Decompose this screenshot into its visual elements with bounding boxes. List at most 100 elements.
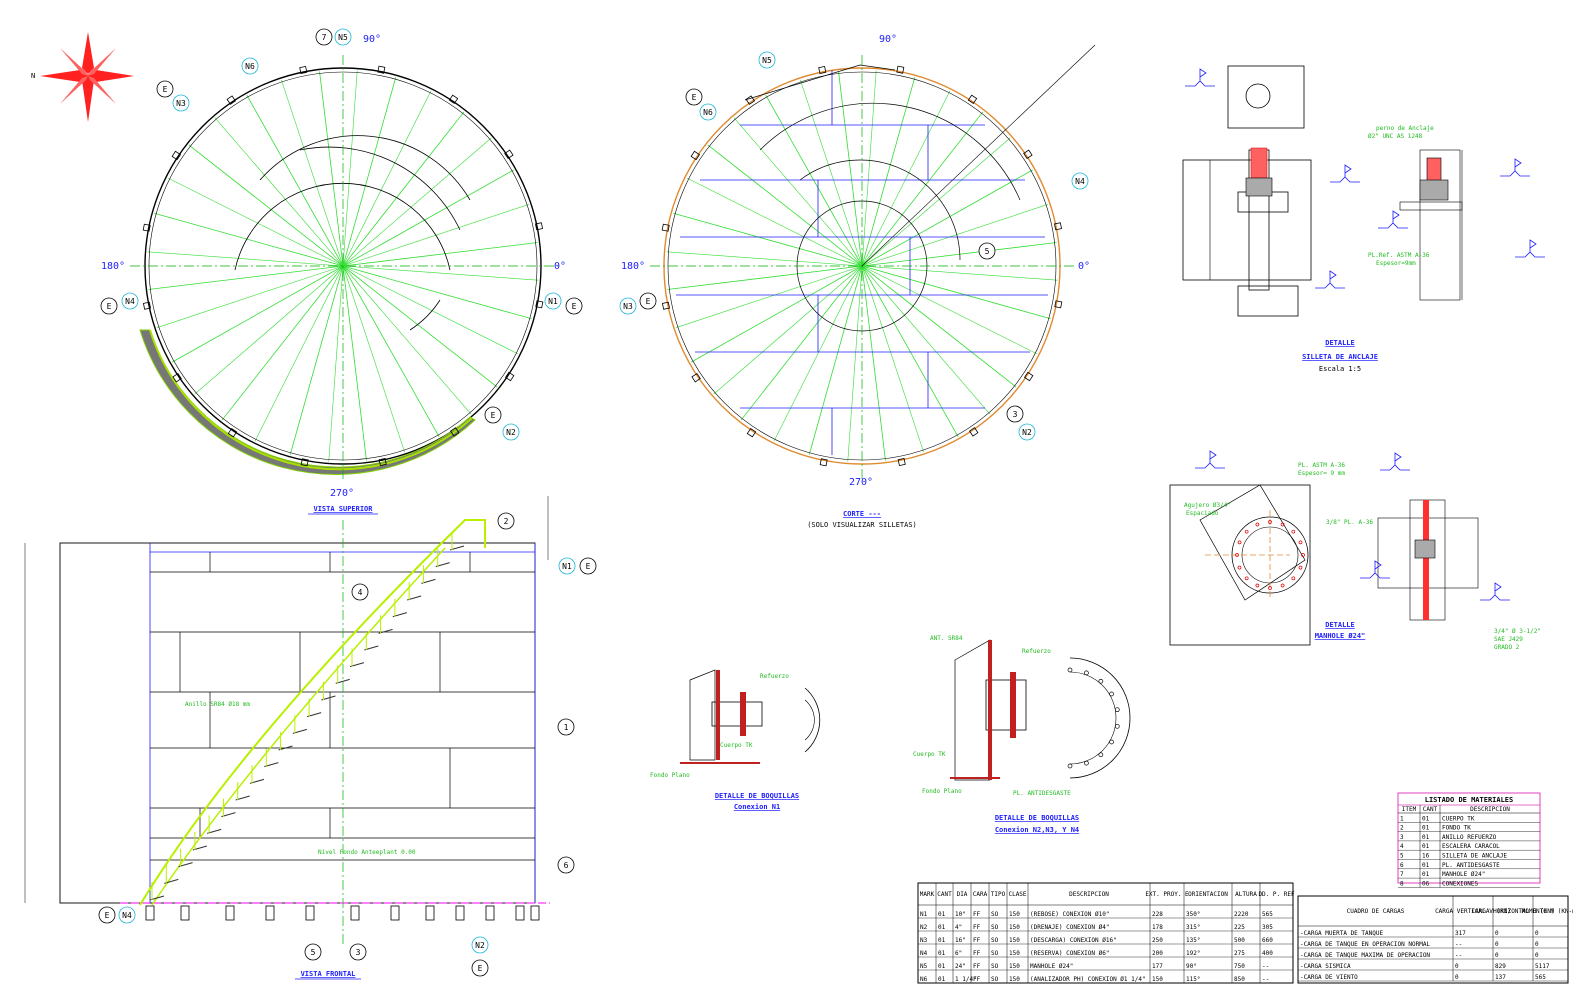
table-cell: 01 — [1422, 815, 1430, 822]
table-cell: 150 — [1009, 950, 1020, 957]
table-cell: 5117 — [1535, 963, 1550, 970]
callout-tag-text: N6 — [245, 62, 255, 71]
radial-line — [733, 117, 863, 267]
table-cell: (RESERVA) CONEXION Ø6" — [1030, 950, 1109, 957]
radial-line — [861, 265, 924, 453]
detail-manhole-note2: Espesor= 9 mm — [1298, 470, 1345, 477]
anchor-chair — [690, 150, 701, 161]
anchor-chair — [746, 427, 757, 438]
table-cell: -CARGA DE VIENTO — [1300, 974, 1358, 981]
weld-symbol-icon — [1380, 452, 1410, 471]
radial-line — [328, 265, 344, 462]
compass-north-label: N — [31, 72, 35, 80]
callout-tag: N1 — [544, 292, 562, 310]
table-cell: 660 — [1262, 937, 1273, 944]
anchor-chair — [142, 301, 151, 310]
table-cell: FF — [973, 924, 981, 931]
detail-manhole-note1: PL. ASTM A-36 — [1298, 462, 1345, 469]
callout-tag-text: 3 — [356, 948, 361, 957]
base-saddle — [455, 905, 465, 921]
callout-tag: N6 — [699, 103, 717, 121]
callout-tag-text: N4 — [122, 911, 132, 920]
table-cell: 0 — [1535, 941, 1539, 948]
table-cell: CONEXIONES — [1442, 880, 1479, 887]
detail-anclaje-subtitle: SILLETA DE ANCLAJE — [1302, 353, 1378, 361]
bolt-hole — [1109, 691, 1114, 697]
callout-tag-text: E — [646, 297, 651, 306]
table-cell: 850 — [1234, 976, 1245, 983]
table-cell: 135° — [1186, 937, 1200, 944]
callout-tag: N5 — [334, 28, 352, 46]
callout-tag-text: N2 — [506, 428, 516, 437]
radial-line — [861, 265, 1038, 355]
table-cell: 16" — [955, 937, 966, 944]
callout-tag: N3 — [619, 297, 637, 315]
callout-tag-text: N6 — [703, 108, 713, 117]
radial-line — [861, 265, 886, 461]
table-cell: 8 — [1400, 880, 1404, 887]
anchor-chair — [448, 94, 459, 105]
section-view-angle-270: 270° — [849, 477, 873, 488]
callout-tag-text: 2 — [504, 517, 509, 526]
table-cell: 829 — [1495, 963, 1506, 970]
section-view-title: CORTE --- — [843, 510, 881, 518]
table-header: ALTURA — [1235, 891, 1257, 898]
callout-tag-text: E — [572, 302, 577, 311]
callout-tag-text: N1 — [562, 562, 572, 571]
table-cell: 315° — [1186, 924, 1200, 931]
top-view-angle-270: 270° — [330, 488, 354, 499]
callout-tag: N6 — [241, 57, 259, 75]
callout-tag-text: N4 — [1075, 177, 1085, 186]
radial-line — [342, 265, 472, 415]
table-cell: 6" — [955, 950, 962, 957]
detail-n2-title: DETALLE DE BOQUILLAS — [995, 814, 1079, 822]
radial-line — [342, 111, 465, 267]
radial-line — [342, 265, 440, 437]
table-cell: SO — [991, 911, 999, 918]
table-cell: FF — [973, 976, 981, 983]
callout-tag-text: E — [692, 93, 697, 102]
table-cell: 0 — [1495, 952, 1499, 959]
front-view: Anillo SR84 Ø18 mm Nivel Fondo Anteeplan… — [24, 496, 597, 980]
anchor-chair — [377, 65, 386, 74]
table-cell: 01 — [1422, 834, 1430, 841]
table-cell: FF — [973, 963, 981, 970]
radial-line — [167, 177, 344, 267]
table-cell: 225 — [1234, 924, 1245, 931]
top-view-angle-180: 180° — [101, 261, 125, 272]
detail-n2-ant2: ANT. SR84 — [930, 635, 963, 642]
anchor-chair — [504, 371, 515, 382]
table-cell: 0 — [1535, 930, 1539, 937]
table-cell: CUERPO TK — [1442, 815, 1475, 822]
radial-line — [342, 265, 405, 453]
weld-symbol-icon — [1500, 158, 1530, 177]
detail-n2-subtitle: Conexion N2,N3, Y N4 — [995, 826, 1079, 834]
detail-n1-subtitle: Conexion N1 — [734, 803, 780, 811]
radial-line — [148, 265, 344, 290]
anchor-chair — [226, 95, 236, 105]
radial-line — [740, 265, 863, 421]
table-cell: FF — [973, 937, 981, 944]
table-cell: 150 — [1009, 924, 1020, 931]
table-header: DESCRIPCION — [1069, 891, 1109, 898]
section-view: 90° 180° 0° 270° CORTE --- (SOLO VISUALI… — [619, 34, 1096, 529]
radial-line — [861, 169, 1033, 267]
table-cell: (DESCARGA) CONEXION Ø16" — [1030, 937, 1117, 944]
anchor-chair — [1054, 300, 1063, 309]
radial-line — [342, 169, 514, 267]
table-cell: FONDO TK — [1442, 825, 1471, 832]
callout-tag-text: 7 — [322, 33, 327, 42]
table-cell: 250 — [1152, 937, 1163, 944]
radial-line — [342, 70, 358, 267]
table-cell: 10" — [955, 911, 966, 918]
section-view-angle-180: 180° — [621, 261, 645, 272]
weld-symbol-icon — [1360, 560, 1390, 579]
radial-line — [675, 265, 863, 328]
detail-anclaje-note4: Espesor=9mm — [1376, 260, 1416, 267]
table-cell: -- — [1262, 963, 1269, 970]
table-cell: N1 — [920, 911, 928, 918]
table-cell: -CARGA MUERTA DE TANQUE — [1300, 930, 1383, 937]
